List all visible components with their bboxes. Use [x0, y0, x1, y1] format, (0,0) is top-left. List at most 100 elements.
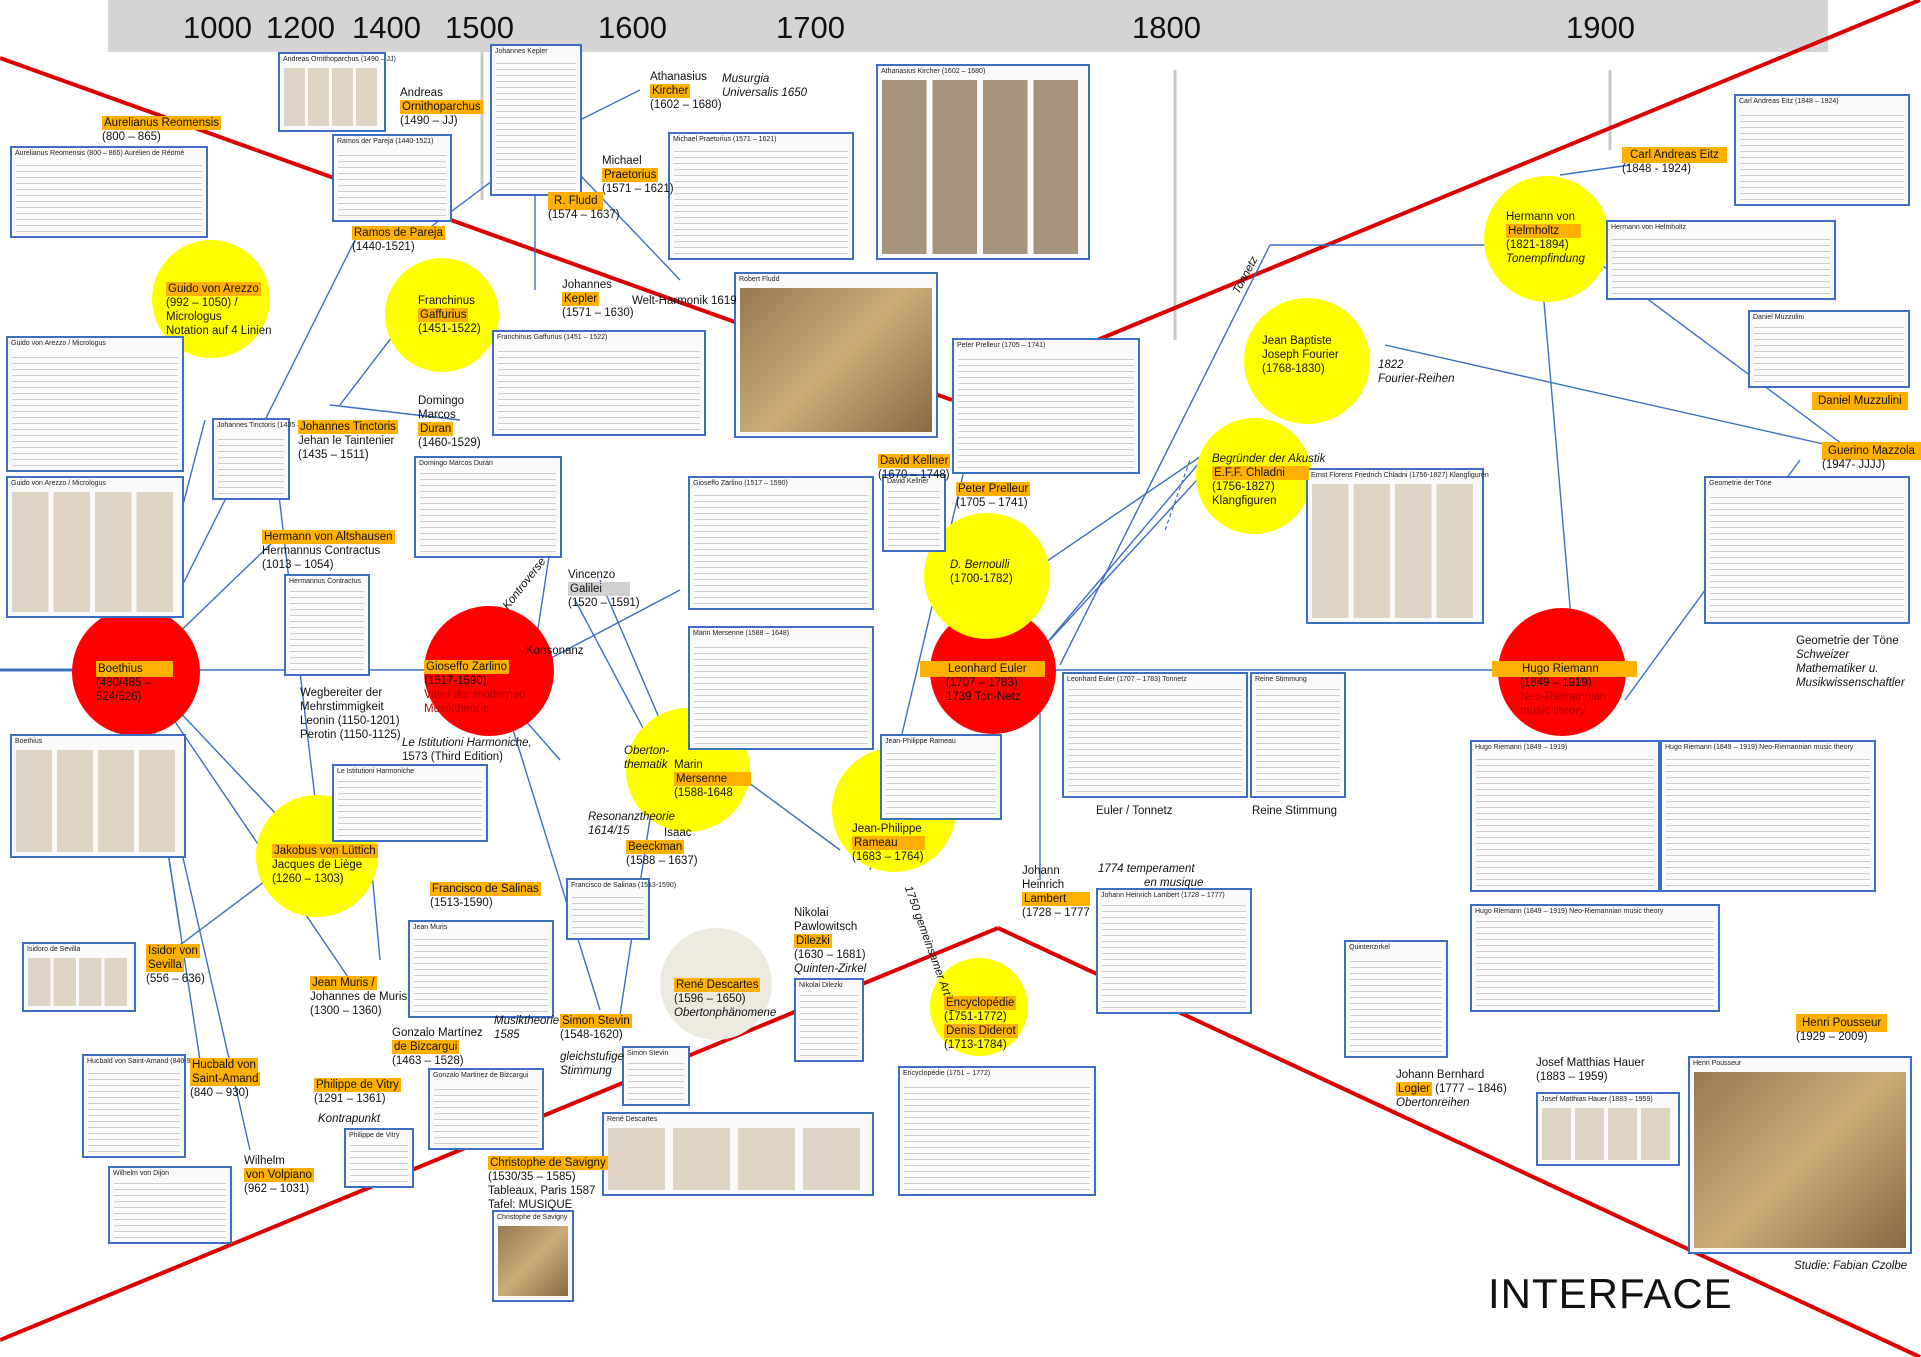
connection	[1539, 254, 1576, 666]
savigny-label: Christophe de Savigny(1530/35 – 1585)Tab…	[488, 1156, 608, 1211]
neo-riemannian-thumbnail-2[interactable]: Hugo Riemann (1849 – 1919) Neo-Riemannia…	[1470, 904, 1720, 1012]
thumbnail-title: Michael Praetorius (1571 – 1621)	[673, 136, 777, 143]
hauer-thumbnail[interactable]: Josef Matthias Hauer (1883 – 1959)	[1536, 1092, 1680, 1166]
thumbnail-title: Le Istitutioni Harmoniche	[337, 768, 415, 775]
thumbnail-image	[572, 894, 644, 934]
eitz-thumbnail[interactable]: Carl Andreas Eitz (1848 – 1924)	[1734, 94, 1910, 206]
zarlino-thumbnail[interactable]: Gioseffo Zarlino (1517 – 1590)	[688, 476, 874, 610]
boethius-thumbnail[interactable]: Boethius	[10, 734, 186, 858]
reomensis-thumbnail[interactable]: Aurelianus Reomensis (800 – 865) Aurélie…	[10, 146, 208, 238]
duran-thumbnail[interactable]: Domingo Marcos Durán	[414, 456, 562, 558]
thumbnail-title: David Kellner	[887, 478, 929, 485]
thumbnail-title: Jean Muris	[413, 924, 448, 931]
dashed-connection	[1164, 459, 1191, 531]
reine-stimmung-thumbnail[interactable]: Reine Stimmung	[1250, 672, 1346, 798]
muris-thumbnail[interactable]: Jean Muris	[408, 920, 554, 1018]
thumbnail-title: Peter Prelleur (1705 – 1741)	[957, 342, 1046, 349]
thumbnail-title: Johannes Kepler	[495, 48, 548, 55]
thumbnail-image	[1710, 492, 1904, 618]
thumbnail-title: Hermann von Helmholtz	[1611, 224, 1687, 231]
stevin-thumbnail[interactable]: Simon Stevin	[622, 1046, 690, 1106]
gaffurius-thumbnail[interactable]: Franchinus Gaffurius (1451 – 1522)	[492, 330, 706, 436]
mersenne-thumbnail[interactable]: Marin Mersenne (1588 – 1648)	[688, 626, 874, 750]
logier-thumbnail[interactable]: Quintenzirkel	[1344, 940, 1448, 1058]
connection	[1044, 449, 1211, 646]
praetorius-thumbnail[interactable]: Michael Praetorius (1571 – 1621)	[668, 132, 854, 260]
frame-line	[951, 0, 1921, 402]
rameau-thumbnail[interactable]: Jean-Philippe Rameau	[880, 734, 1002, 820]
altshausen-thumbnail[interactable]: Hermannus Contractus	[284, 574, 370, 676]
connection	[1049, 454, 1221, 641]
thumbnail-image	[1068, 688, 1242, 792]
salinas-thumbnail[interactable]: Francisco de Salinas (1513-1590)	[566, 878, 676, 940]
year-label: 1800	[1132, 10, 1201, 45]
sevilla-thumbnail[interactable]: Isidoro de Sevilla	[22, 942, 136, 1012]
mazzola-thumbnail[interactable]: Geometrie der Töne	[1704, 476, 1910, 624]
thumbnail-title: Josef Matthias Hauer (1883 – 1959)	[1541, 1096, 1653, 1103]
pareja-thumbnail[interactable]: Ramos der Pareja (1440-1521)	[332, 134, 452, 222]
hucbald-thumbnail[interactable]: Hucbald von Saint-Amand (840-930)	[82, 1054, 201, 1158]
thumbnail-image	[1102, 904, 1246, 1008]
thumbnail-image	[904, 1082, 1090, 1190]
zarlino-label: Gioseffo Zarlino(1517-1590)Vater der mod…	[424, 660, 526, 715]
thumbnail-image	[1350, 956, 1442, 1052]
year-label: 1500	[445, 10, 514, 45]
fourier-circle	[1244, 298, 1370, 424]
prelleur-thumbnail[interactable]: Peter Prelleur (1705 – 1741)	[952, 338, 1140, 474]
connection	[1554, 229, 1851, 451]
fludd-thumbnail[interactable]: Robert Fludd	[734, 272, 938, 438]
thumbnail-title: Athanasius Kircher (1602 – 1680)	[881, 68, 986, 75]
kepler-thumbnail[interactable]: Johannes Kepler	[490, 44, 582, 196]
euler-tonnetz-thumbnail[interactable]: Leonhard Euler (1707 – 1783) Tonnetz	[1062, 672, 1248, 798]
pousseur-thumbnail[interactable]: Henri Pousseur	[1688, 1056, 1912, 1254]
thumbnail-title: Christophe de Savigny	[497, 1214, 568, 1221]
thumbnail-image	[886, 750, 996, 814]
year-label: 1700	[776, 10, 845, 45]
thumbnail-title: Aurelianus Reomensis (800 – 865) Aurélie…	[15, 150, 185, 157]
reomensis-label: Aurelianus Reomensis(800 – 865)	[102, 116, 222, 143]
descartes-thumbnail[interactable]: René Descartes	[602, 1112, 874, 1196]
thumbnail-title: Gioseffo Zarlino (1517 – 1590)	[693, 480, 788, 487]
kircher-thumbnail[interactable]: Athanasius Kircher (1602 – 1680)	[876, 64, 1090, 260]
dilezki-thumbnail[interactable]: Nikolai Dilezki	[794, 978, 864, 1062]
zarlino-istitutioni-thumbnail[interactable]: Le Istitutioni Harmoniche	[332, 764, 488, 842]
year-label: 1200	[266, 10, 335, 45]
lambert-thumbnail[interactable]: Johann Heinrich Lambert (1728 – 1777)	[1096, 888, 1252, 1014]
kellner-thumbnail[interactable]: David Kellner	[882, 474, 946, 552]
thumbnail-image	[12, 492, 178, 612]
thumbnail-title: Hucbald von Saint-Amand (840-930)	[87, 1058, 201, 1065]
tinctoris-thumbnail[interactable]: Johannes Tinctoris (1435 – 1511)	[212, 418, 320, 500]
vitry-thumbnail[interactable]: Philippe de Vitry	[344, 1128, 414, 1188]
thumbnail-title: René Descartes	[607, 1116, 658, 1123]
bizcargui-thumbnail[interactable]: Gonzalo Martinez de Bizcargui	[428, 1068, 544, 1150]
savigny-thumbnail[interactable]: Christophe de Savigny	[492, 1210, 574, 1302]
konsonanz-label: Konsonanz	[526, 645, 584, 657]
arezzo-thumbnail[interactable]: Guido von Arezzo / Micrologus	[6, 336, 184, 472]
encyclopedie-thumbnail[interactable]: Encyclopédie (1751 – 1772)	[898, 1066, 1096, 1196]
descartes-label: René Descartes(1596 – 1650)Obertonphänom…	[674, 978, 777, 1019]
volpiano-thumbnail[interactable]: Wilhelm von Dijon	[108, 1166, 232, 1244]
connection	[1384, 344, 1851, 451]
eitz-label: Carl Andreas Eitz(1848 - 1924)	[1622, 147, 1727, 176]
connection	[509, 719, 601, 1011]
chladni-thumbnail[interactable]: Ernst Florens Friedrich Chladni (1756-18…	[1306, 468, 1489, 624]
riemann-thumbnail[interactable]: Hugo Riemann (1849 – 1919)	[1470, 740, 1660, 892]
thumbnail-image	[800, 994, 858, 1056]
helmholtz-thumbnail[interactable]: Hermann von Helmholtz	[1606, 220, 1836, 300]
thumbnail-image	[498, 1226, 568, 1296]
arezzo-thumbnail-2[interactable]: Guido von Arezzo / Micrologus	[6, 476, 184, 618]
neo-riemannian-thumbnail[interactable]: Hugo Riemann (1849 – 1919) Neo-Riemannia…	[1660, 740, 1876, 892]
ornithoparchus-thumbnail[interactable]: Andreas Ornithoparchus (1490 – JJ)	[278, 52, 396, 132]
muzzulini-thumbnail[interactable]: Daniel Muzzulini	[1748, 310, 1910, 388]
